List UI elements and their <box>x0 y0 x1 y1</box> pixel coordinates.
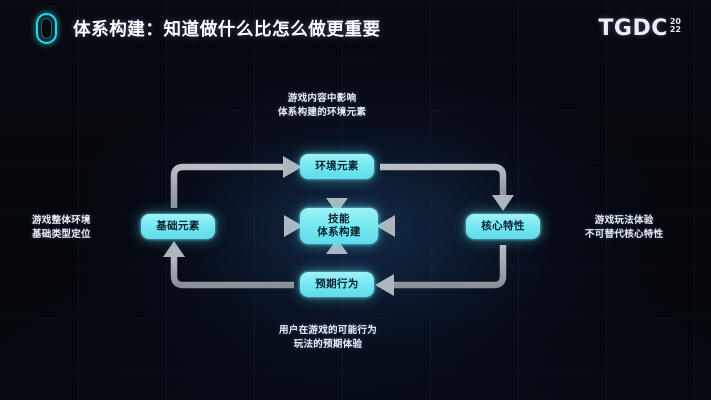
caption-right-line1: 游戏玩法体验 <box>594 215 654 226</box>
node-core-system-line2: 体系构建 <box>317 226 361 238</box>
tgdc-wordmark: TGDC <box>598 15 668 41</box>
node-expected-behavior[interactable]: 预期行为 <box>300 272 374 297</box>
caption-right: 游戏玩法体验 不可替代核心特性 <box>585 214 663 243</box>
tgdc-year: 20 22 <box>669 16 681 34</box>
node-core-system[interactable]: 技能 体系构建 <box>300 208 378 244</box>
caption-left: 游戏整体环境 基础类型定位 <box>32 214 91 243</box>
system-diagram: 环境元素 技能 体系构建 基础元素 核心特性 预期行为 游戏内容中影响 体系构建… <box>0 56 711 400</box>
node-expected-behavior-label: 预期行为 <box>315 277 359 290</box>
connector-behavior-to-basic <box>170 255 294 289</box>
caption-bottom-line2: 玩法的预期体验 <box>293 339 363 351</box>
node-basic-elements[interactable]: 基础元素 <box>141 214 215 239</box>
connector-basic-to-environment <box>170 163 285 208</box>
page-title: 体系构建：知道做什么比怎么做更重要 <box>73 19 381 40</box>
connector-environment-to-feature <box>380 163 507 197</box>
node-core-feature[interactable]: 核心特性 <box>466 214 540 239</box>
caption-left-line1: 游戏整体环境 <box>32 215 91 226</box>
node-core-system-line1: 技能 <box>328 212 350 225</box>
node-core-feature-label: 核心特性 <box>481 219 525 232</box>
connector-arrowheads <box>163 156 514 296</box>
caption-bottom-line1: 用户在游戏的可能行为 <box>279 325 378 336</box>
node-basic-elements-label: 基础元素 <box>156 219 200 232</box>
pill-outline-logo-icon <box>36 12 57 44</box>
tgdc-year-top: 20 <box>669 16 681 26</box>
node-environment[interactable]: 环境元素 <box>300 154 374 179</box>
slide-header: 体系构建：知道做什么比怎么做更重要 TGDC 20 22 <box>0 0 711 56</box>
diagram-connectors <box>163 156 514 296</box>
connector-feature-to-behavior <box>392 245 507 289</box>
caption-top-line2: 体系构建的环境元素 <box>278 107 367 119</box>
tgdc-year-bottom: 22 <box>669 24 681 34</box>
node-environment-label: 环境元素 <box>315 159 359 172</box>
caption-left-line2: 基础类型定位 <box>32 229 91 241</box>
tgdc-logo: TGDC 20 22 <box>598 16 681 41</box>
caption-top: 游戏内容中影响 体系构建的环境元素 <box>278 92 366 121</box>
caption-top-line1: 游戏内容中影响 <box>287 93 357 104</box>
caption-bottom: 用户在游戏的可能行为 玩法的预期体验 <box>279 324 377 353</box>
caption-right-line2: 不可替代核心特性 <box>585 229 664 241</box>
